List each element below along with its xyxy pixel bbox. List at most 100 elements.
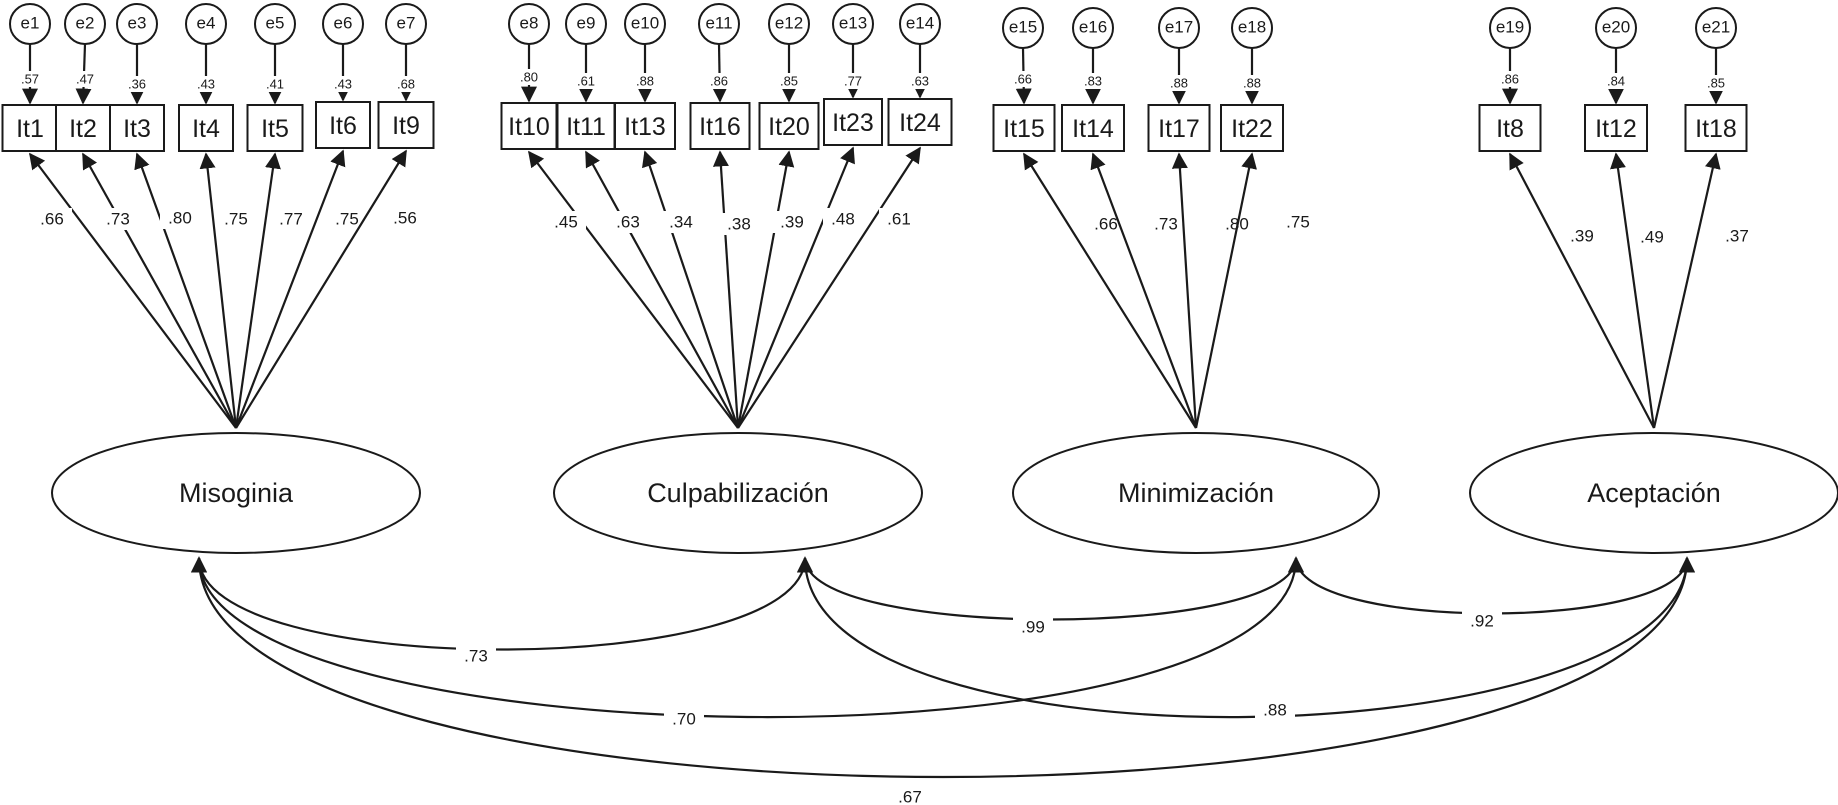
correlation-value: .67 xyxy=(898,788,922,805)
observed-item-label: It24 xyxy=(899,109,941,137)
loading-value: .66 xyxy=(40,210,64,229)
error-variance-value: .83 xyxy=(1084,74,1102,89)
error-variance-bg xyxy=(705,73,733,89)
loading-path xyxy=(1509,152,1655,429)
error-term-label: e4 xyxy=(197,14,216,33)
error-variance-value: .43 xyxy=(334,77,352,92)
error-variance-bg xyxy=(1496,71,1524,87)
error-variance-value: .63 xyxy=(911,74,929,89)
observed-item-label: It13 xyxy=(624,113,666,141)
correlation-layer: .73.99.92.70.88.67 xyxy=(191,556,1695,805)
error-variance-bg xyxy=(572,73,600,89)
error-variance-value: .66 xyxy=(1014,72,1032,87)
correlation-label-bg xyxy=(1013,616,1053,638)
error-term-label: e1 xyxy=(21,14,40,33)
observed-item-label: It16 xyxy=(699,113,741,141)
observed-item-box xyxy=(109,104,165,152)
observed-item-box xyxy=(1478,104,1542,152)
observed-item-box xyxy=(246,104,304,152)
error-variance-value: .85 xyxy=(1707,76,1725,91)
loading-label-bg xyxy=(1632,226,1672,248)
observed-item-label: It8 xyxy=(1496,115,1524,143)
error-term-label: e13 xyxy=(839,14,867,33)
error-term-label: e15 xyxy=(1009,18,1037,37)
observed-item-box xyxy=(1,104,59,152)
error-variance-bg xyxy=(1165,75,1193,91)
observed-item-label: It5 xyxy=(261,115,289,143)
loading-path xyxy=(736,146,855,429)
error-variance-value: .57 xyxy=(21,72,39,87)
loading-label-bg xyxy=(608,211,648,233)
loading-value: .63 xyxy=(616,213,640,232)
error-term-label: e12 xyxy=(775,14,803,33)
loading-value: .75 xyxy=(335,210,359,229)
error-variance-value: .41 xyxy=(266,77,284,92)
loading-path xyxy=(1610,152,1656,429)
error-variance-bg xyxy=(329,76,357,92)
latent-factor-ellipse xyxy=(1012,432,1380,554)
observed-item-box xyxy=(1684,104,1748,152)
latent-factor-ellipse xyxy=(51,432,421,554)
error-variance-bg xyxy=(631,73,659,89)
loading-path xyxy=(234,152,281,429)
error-term-label: e7 xyxy=(397,14,416,33)
error-variance-value: .43 xyxy=(197,77,215,92)
loading-path xyxy=(1171,152,1198,429)
correlation-value: .92 xyxy=(1470,612,1494,631)
observed-item-box xyxy=(55,104,111,152)
loading-layer: .66.73.80.75.77.75.56.45.63.34.38.39.48.… xyxy=(29,146,1757,429)
loading-label-bg xyxy=(772,211,812,233)
error-term-label: e6 xyxy=(334,14,353,33)
correlation-arc xyxy=(797,556,1695,719)
error-term-circle xyxy=(698,3,740,45)
loading-label-bg xyxy=(1717,225,1757,247)
error-term-circle xyxy=(9,3,51,45)
observed-item-label: It18 xyxy=(1695,115,1737,143)
loading-value: .48 xyxy=(831,210,855,229)
loading-label-bg xyxy=(719,213,759,235)
loading-path xyxy=(1090,152,1198,429)
error-variance-bg xyxy=(1702,75,1730,91)
error-term-label: e9 xyxy=(577,14,596,33)
error-term-circle xyxy=(565,3,607,45)
error-variance-bg xyxy=(71,71,99,87)
loading-path xyxy=(1652,152,1721,429)
error-term-circle xyxy=(1595,7,1637,49)
loading-value: .80 xyxy=(168,209,192,228)
error-path xyxy=(711,43,728,103)
latent-factor-label: Aceptación xyxy=(1587,478,1721,508)
latent-factor-ellipse xyxy=(1469,432,1838,554)
loading-value: .73 xyxy=(1154,215,1178,234)
error-term-circle xyxy=(1072,7,1114,49)
error-term-circle xyxy=(768,3,810,45)
error-term-circle xyxy=(1489,7,1531,49)
observed-item-box xyxy=(1061,104,1125,152)
latent-factor-label: Culpabilización xyxy=(647,478,829,508)
error-variance-value: .68 xyxy=(397,77,415,92)
observed-item-box xyxy=(887,98,953,146)
loading-path xyxy=(712,150,740,429)
observed-item-box xyxy=(1584,104,1648,152)
loading-value: .38 xyxy=(727,215,751,234)
loading-path xyxy=(82,152,237,429)
observed-item-box xyxy=(1147,104,1211,152)
correlation-label-bg xyxy=(1462,610,1502,632)
error-variance-value: .61 xyxy=(577,74,595,89)
error-term-circle xyxy=(508,3,550,45)
loading-label-bg xyxy=(1146,213,1186,235)
loading-value: .39 xyxy=(1570,227,1594,246)
error-variance-bg xyxy=(775,73,803,89)
error-variance-bg xyxy=(1602,73,1630,89)
error-term-label: e3 xyxy=(128,14,147,33)
correlation-value: .99 xyxy=(1021,618,1045,637)
loading-value: .75 xyxy=(224,210,248,229)
correlation-arc xyxy=(797,556,1304,621)
loading-path xyxy=(29,152,237,429)
loading-value: .39 xyxy=(780,213,804,232)
error-variance-value: .85 xyxy=(780,74,798,89)
correlation-value: .70 xyxy=(672,710,696,729)
error-variance-bg xyxy=(1238,75,1266,91)
observed-item-label: It10 xyxy=(508,113,550,141)
error-term-circle xyxy=(254,3,296,45)
